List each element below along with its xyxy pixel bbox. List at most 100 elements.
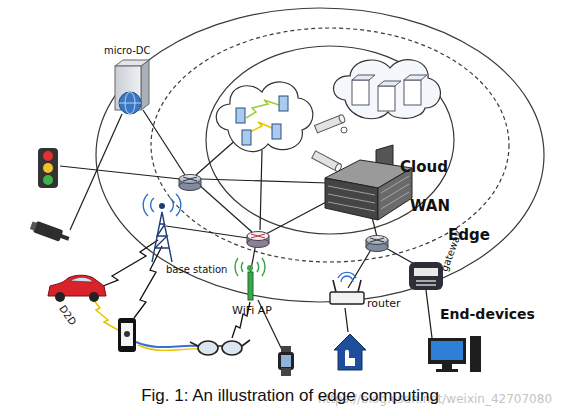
router-icon — [179, 175, 201, 184]
tier-label: End-devices — [440, 306, 535, 322]
server-icon — [404, 80, 421, 105]
phone-icon — [118, 318, 136, 352]
traffic-light-icon — [43, 163, 53, 173]
car-icon — [70, 277, 93, 282]
router-icon — [247, 232, 269, 248]
watch-icon — [281, 355, 291, 367]
traffic-light-icon — [43, 151, 53, 161]
rack-slot — [328, 186, 375, 195]
server-icon — [378, 86, 395, 111]
region-outline — [96, 8, 544, 302]
gateway-icon — [416, 281, 436, 285]
wire — [426, 290, 432, 338]
wireless-link — [98, 240, 158, 288]
phone-icon — [124, 331, 130, 337]
desktop-icon — [428, 338, 466, 364]
cable — [136, 342, 198, 347]
device-label: gateway — [439, 229, 464, 273]
radio-wave — [143, 194, 148, 216]
wifi-router-icon — [333, 280, 361, 292]
server-icon — [272, 124, 281, 139]
device-label: WiFi AP — [232, 304, 272, 317]
watch-icon — [278, 352, 294, 370]
wifi-router-icon — [330, 292, 364, 304]
server-icon — [236, 108, 245, 123]
datacenter-icon — [325, 178, 378, 220]
glasses-icon — [222, 341, 242, 355]
router-icon — [251, 234, 265, 238]
camera-icon — [59, 234, 70, 241]
home-icon — [334, 334, 366, 370]
rack-slot — [381, 192, 409, 209]
wifi-ap-icon — [248, 272, 253, 300]
traffic-light-icon — [43, 175, 53, 185]
micro-dc-icon — [141, 60, 149, 110]
router-icon — [247, 232, 269, 241]
wire — [196, 138, 238, 175]
rack-slot — [381, 176, 409, 193]
wire — [201, 179, 328, 183]
radio-wave — [235, 258, 265, 276]
watch-icon — [281, 368, 291, 376]
wifi-ap-icon — [247, 265, 253, 271]
router-icon — [179, 175, 201, 191]
car-icon — [55, 292, 65, 302]
cloud-link — [246, 100, 282, 118]
rack-slot — [328, 202, 375, 211]
server-icon — [242, 130, 251, 145]
radio-wave — [151, 198, 154, 212]
server-icon — [352, 80, 369, 105]
router-icon — [370, 238, 384, 242]
camera-icon — [30, 221, 37, 230]
wire — [143, 110, 185, 175]
region-outline — [151, 28, 509, 262]
wire — [60, 166, 180, 179]
region-label: Cloud — [400, 158, 448, 176]
region-outline — [206, 46, 454, 234]
camera-icon — [33, 221, 63, 242]
wire — [345, 308, 348, 332]
gateway-icon — [414, 268, 438, 276]
base-station-icon — [159, 203, 165, 209]
link-label: D2D — [57, 303, 78, 327]
wire — [166, 226, 248, 238]
server-icon — [352, 75, 375, 80]
cloud-shape — [216, 82, 313, 152]
router-icon — [366, 236, 388, 252]
link-pipe — [338, 114, 346, 123]
rack-slot — [328, 194, 375, 203]
wire — [266, 200, 330, 234]
server-icon — [378, 81, 401, 86]
car-icon — [89, 292, 99, 302]
traffic-light-icon — [38, 148, 58, 188]
figure-caption: Fig. 1: An illustration of edge computin… — [0, 386, 576, 406]
micro-dc-icon — [115, 60, 149, 66]
glasses-icon — [190, 340, 250, 346]
device-label: micro-DC — [104, 45, 151, 56]
gateway-icon — [409, 262, 443, 290]
desktop-icon — [431, 341, 463, 360]
router-icon — [183, 177, 197, 181]
glasses-icon — [198, 341, 218, 355]
car-icon — [48, 275, 106, 296]
server-icon — [279, 96, 288, 111]
device-label: router — [367, 297, 401, 310]
link-pipe — [341, 127, 347, 133]
desktop-icon — [470, 336, 481, 372]
desktop-icon — [436, 369, 458, 372]
tower-frame — [155, 224, 169, 248]
rack-slot — [381, 184, 409, 201]
datacenter-icon — [328, 176, 409, 211]
cloud-shape — [334, 60, 441, 119]
router-icon — [366, 236, 388, 245]
device-label: base station — [166, 264, 227, 275]
camera-icon — [29, 220, 71, 245]
base-station-icon — [143, 194, 181, 262]
globe-icon — [119, 92, 141, 114]
desktop-icon — [442, 364, 452, 369]
server-icon — [404, 75, 427, 80]
globe-icon — [119, 103, 141, 104]
home-icon — [345, 350, 355, 366]
